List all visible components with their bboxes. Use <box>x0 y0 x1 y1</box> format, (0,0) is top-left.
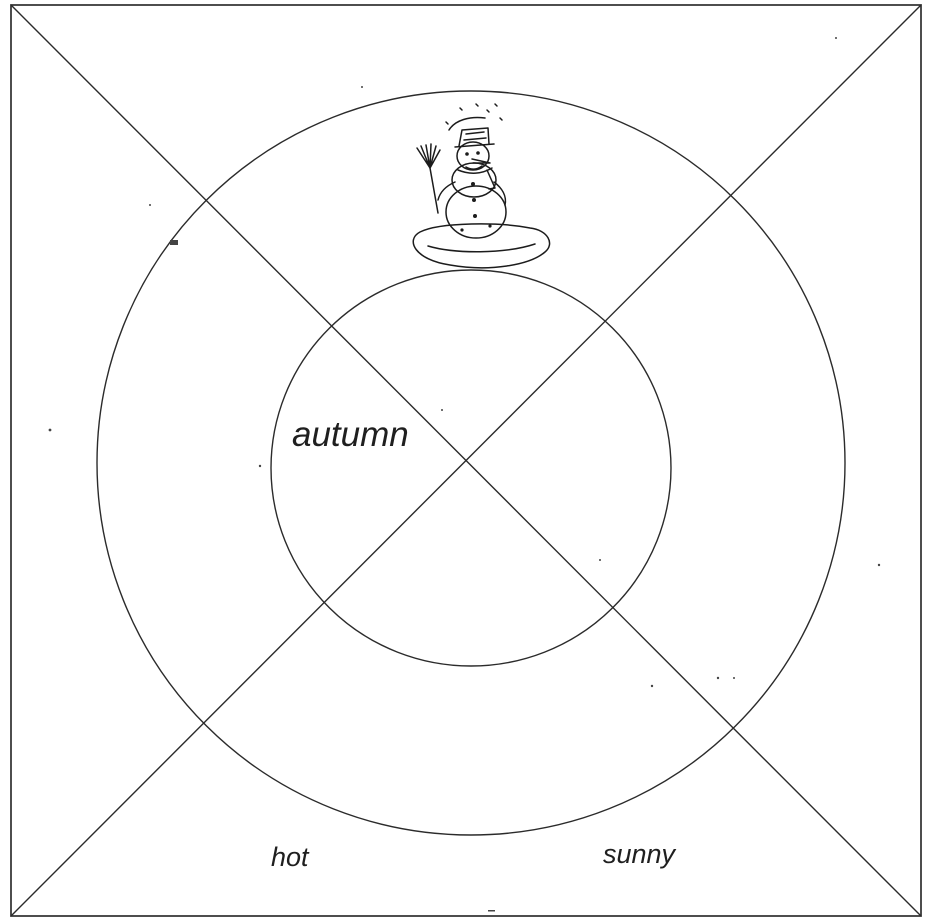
label-bottom-right: sunny <box>603 839 677 869</box>
snowman-icon <box>413 104 549 268</box>
label-center: autumn <box>292 415 409 454</box>
label-bottom-left: hot <box>271 842 310 872</box>
